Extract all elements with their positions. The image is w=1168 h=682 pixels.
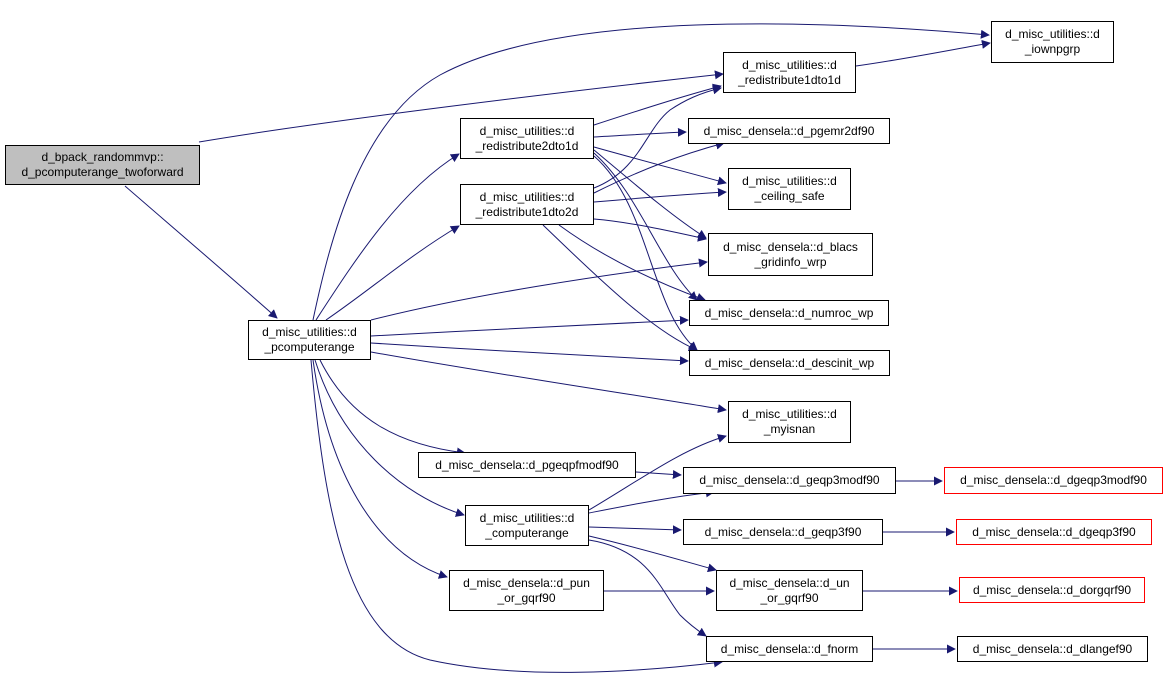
node-label-line: d_misc_utilities::d bbox=[479, 510, 575, 525]
node-label-line: d_misc_densela::d_dorgqrf90 bbox=[972, 582, 1132, 597]
node-d-pcomputerange[interactable]: d_misc_utilities::d _pcomputerange bbox=[248, 320, 371, 360]
node-label-line: _myisnan bbox=[763, 422, 816, 436]
node-label-line: d_misc_densela::d_dgeqp3modf90 bbox=[960, 473, 1147, 487]
edge-pcomp-to-r2d1d bbox=[315, 153, 460, 321]
node-d-blacs-gridinfo-wrp[interactable]: d_misc_densela::d_blacs _gridinfo_wrp bbox=[708, 233, 873, 276]
edge-compr-to-un bbox=[588, 535, 717, 573]
node-d-pun-or-gqrf90[interactable]: d_misc_densela::d_pun _or_gqrf90 bbox=[449, 570, 604, 611]
edge-pcomp-to-r1d2d bbox=[325, 225, 460, 321]
node-label-line: _or_gqrf90 bbox=[497, 590, 556, 605]
edge-r2d1d-to-ceil bbox=[593, 146, 727, 186]
node-d-redistribute1dto2d[interactable]: d_misc_utilities::d _redistribute1dto2d bbox=[460, 184, 594, 225]
edge-r1d2d-to-numroc bbox=[558, 224, 706, 302]
node-d-pgeqpfmodf90[interactable]: d_misc_densela::d_pgeqpfmodf90 bbox=[418, 452, 636, 478]
node-d-pgemr2df90[interactable]: d_misc_densela::d_pgemr2df90 bbox=[688, 118, 890, 144]
node-label-line: _gridinfo_wrp bbox=[754, 254, 827, 269]
node-d-numroc-wp[interactable]: d_misc_densela::d_numroc_wp bbox=[689, 300, 889, 326]
node-d-iownpgrp[interactable]: d_misc_utilities::d _iownpgrp bbox=[991, 21, 1114, 63]
edge-pcomp-to-pgeqpf bbox=[319, 359, 466, 457]
node-d-redistribute2dto1d[interactable]: d_misc_utilities::d _redistribute2dto1d bbox=[460, 118, 594, 159]
node-label-line: d_misc_densela::d_descinit_wp bbox=[704, 355, 875, 370]
node-label-line: _or_gqrf90 bbox=[760, 590, 819, 605]
edge-pgeqpf-to-geqp3m bbox=[635, 470, 682, 479]
node-label-line: d_misc_densela::d_blacs bbox=[723, 239, 858, 254]
node-label-line: _iownpgrp bbox=[1024, 42, 1081, 56]
edge-pcomp-to-fnorm bbox=[310, 359, 723, 673]
node-label-line: d_misc_utilities::d bbox=[479, 189, 575, 204]
node-label-line: d_misc_densela::d_dgeqp3f90 bbox=[972, 524, 1136, 539]
edge-pcomp-to-pun bbox=[312, 359, 448, 579]
edge-compr-to-fnorm bbox=[588, 539, 707, 637]
edge-r1d2d-to-r1d1d bbox=[593, 85, 722, 189]
edge-pcomp-to-blacs bbox=[370, 258, 708, 321]
edge-r1d2d-to-blacs bbox=[593, 218, 707, 242]
node-label-line: d_misc_utilities::d bbox=[262, 325, 357, 339]
node-label-line: _redistribute1dto2d bbox=[475, 204, 579, 219]
node-label-line: d_misc_densela::d_pgeqpfmodf90 bbox=[435, 457, 619, 472]
node-label-line: d_misc_utilities::d bbox=[1005, 27, 1100, 41]
node-d-dgeqp3modf90[interactable]: d_misc_densela::d_dgeqp3modf90 bbox=[944, 467, 1163, 494]
node-d-redistribute1dto1d[interactable]: d_misc_utilities::d _redistribute1dto1d bbox=[723, 52, 856, 93]
node-d-dorgqrf90[interactable]: d_misc_densela::d_dorgqrf90 bbox=[959, 577, 1145, 603]
node-label-line: d_misc_densela::d_geqp3modf90 bbox=[699, 473, 880, 487]
node-label-line: _ceiling_safe bbox=[754, 189, 825, 203]
node-d-dlangef90[interactable]: d_misc_densela::d_dlangef90 bbox=[957, 636, 1148, 662]
node-label-line: _redistribute1dto1d bbox=[738, 72, 841, 87]
edge-pcomp-to-numroc bbox=[370, 315, 689, 337]
node-label-line: _pcomputerange bbox=[264, 340, 355, 354]
node-d-geqp3modf90[interactable]: d_misc_densela::d_geqp3modf90 bbox=[683, 467, 896, 494]
node-label-line: _computerange bbox=[485, 525, 569, 540]
edge-pcomp-to-myisnan bbox=[370, 351, 727, 414]
node-label-line: d_misc_densela::d_fnorm bbox=[720, 641, 859, 656]
node-d-descinit-wp[interactable]: d_misc_densela::d_descinit_wp bbox=[689, 350, 890, 376]
edge-pcomp-to-compr bbox=[314, 359, 465, 517]
node-d-pcomputerange-twoforward: d_bpack_randommvp:: d_pcomputerange_twof… bbox=[5, 145, 200, 185]
edge-r2d1d-to-numroc bbox=[593, 152, 698, 301]
node-label-line: d_misc_densela::d_pun bbox=[463, 575, 590, 590]
node-d-geqp3f90[interactable]: d_misc_densela::d_geqp3f90 bbox=[683, 519, 883, 545]
node-label-line: d_pcomputerange_twoforward bbox=[21, 165, 184, 179]
edge-pcomp-to-descinit bbox=[370, 342, 689, 366]
edge-compr-to-geqp3m bbox=[588, 488, 715, 514]
node-d-myisnan[interactable]: d_misc_utilities::d _myisnan bbox=[728, 401, 851, 443]
edge-root-to-r1d1d bbox=[198, 70, 724, 143]
node-label-line: _redistribute2dto1d bbox=[475, 138, 579, 153]
edge-r2d1d-to-blacs bbox=[593, 149, 707, 239]
edge-r1d2d-to-pgemr bbox=[593, 140, 725, 194]
edge-r1d1d-to-iown bbox=[855, 39, 991, 67]
edge-root-to-pcomp bbox=[124, 185, 278, 319]
node-d-un-or-gqrf90[interactable]: d_misc_densela::d_un _or_gqrf90 bbox=[716, 570, 863, 611]
node-label-line: d_bpack_randommvp:: bbox=[41, 150, 164, 164]
edge-pcomp-to-iown bbox=[312, 23, 990, 321]
node-label-line: d_misc_densela::d_numroc_wp bbox=[704, 305, 874, 320]
edge-r1d2d-to-ceil bbox=[593, 187, 727, 203]
node-label-line: d_misc_utilities::d bbox=[742, 174, 837, 188]
node-label-line: d_misc_densela::d_un bbox=[729, 575, 850, 590]
node-label-line: d_misc_densela::d_dlangef90 bbox=[972, 641, 1133, 656]
edge-r2d1d-to-pgemr bbox=[593, 127, 687, 138]
edge-r2d1d-to-descinit bbox=[593, 155, 698, 351]
node-label-line: d_misc_utilities::d bbox=[742, 57, 837, 72]
node-label-line: d_misc_densela::d_geqp3f90 bbox=[704, 524, 862, 539]
edge-r1d2d-to-descinit bbox=[542, 224, 698, 351]
node-d-ceiling-safe[interactable]: d_misc_utilities::d _ceiling_safe bbox=[728, 168, 851, 210]
node-d-computerange[interactable]: d_misc_utilities::d _computerange bbox=[465, 505, 589, 546]
node-label-line: d_misc_utilities::d bbox=[479, 123, 575, 138]
node-d-dgeqp3f90[interactable]: d_misc_densela::d_dgeqp3f90 bbox=[956, 519, 1152, 545]
edge-r2d1d-to-r1d1d bbox=[593, 83, 722, 126]
edge-compr-to-geqp3 bbox=[588, 525, 682, 535]
node-label-line: d_misc_densela::d_pgemr2df90 bbox=[703, 123, 875, 138]
edge-compr-to-myisnan bbox=[588, 434, 727, 511]
node-label-line: d_misc_utilities::d bbox=[742, 407, 837, 421]
node-d-fnorm[interactable]: d_misc_densela::d_fnorm bbox=[706, 636, 873, 662]
